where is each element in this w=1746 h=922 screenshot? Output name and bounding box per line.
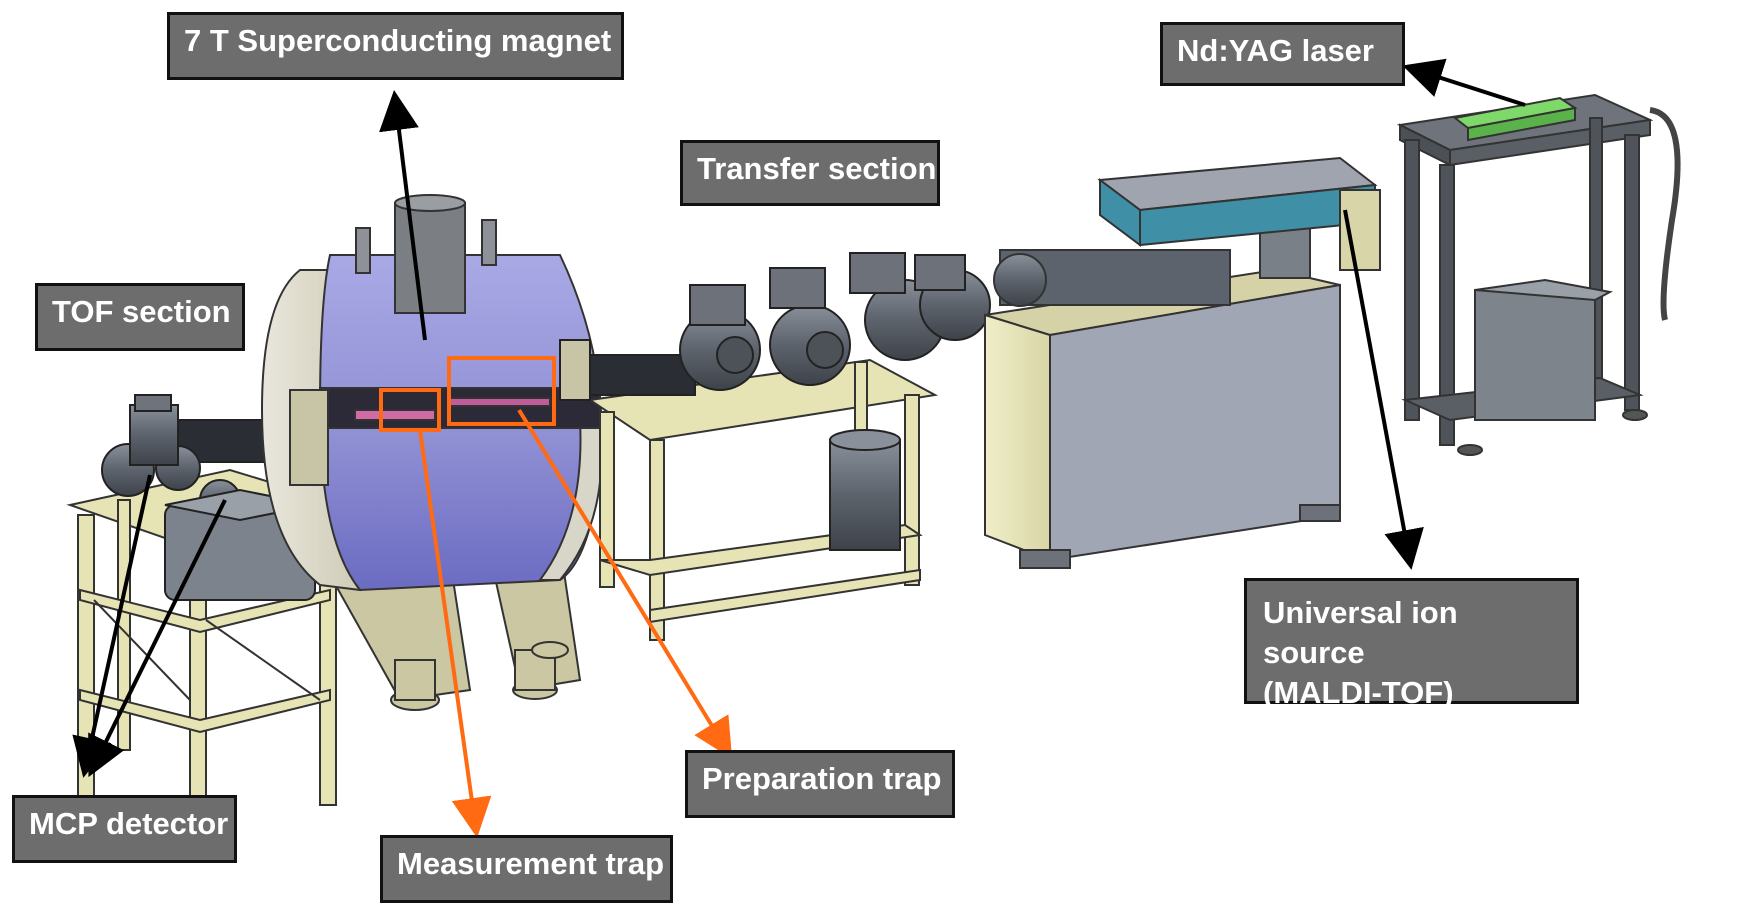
arrow-measurement-trap xyxy=(418,429,492,838)
ion-source xyxy=(984,156,1381,569)
label-ion-source: Universal ion source (MALDI-TOF) xyxy=(1244,578,1579,710)
magnet-body xyxy=(260,194,603,592)
label-magnet: 7 T Superconducting magnet xyxy=(167,12,624,80)
label-ion-source-line2: (MALDI-TOF) xyxy=(1263,675,1454,710)
arrow-mcp-1 xyxy=(72,474,152,778)
label-ion-source-line1: Universal ion source xyxy=(1263,595,1458,670)
arrow-preparation-trap xyxy=(517,408,733,759)
label-tof: TOF section xyxy=(35,283,245,351)
label-laser: Nd:YAG laser xyxy=(1160,22,1405,86)
label-transfer: Transfer section xyxy=(680,140,940,206)
arrow-laser xyxy=(1402,58,1526,107)
arrow-mcp-2 xyxy=(88,499,227,778)
label-preparation-trap: Preparation trap xyxy=(685,750,955,818)
transfer-beamline xyxy=(559,252,991,551)
measurement-trap-box xyxy=(379,388,441,432)
preparation-trap-box xyxy=(447,356,556,426)
annotation-arrows xyxy=(72,58,1526,838)
laser-rack xyxy=(1396,93,1681,456)
label-measurement-trap: Measurement trap xyxy=(380,835,673,903)
label-mcp-detector: MCP detector xyxy=(12,795,237,863)
arrow-magnet xyxy=(379,90,427,341)
arrow-ion-source xyxy=(1343,209,1424,570)
